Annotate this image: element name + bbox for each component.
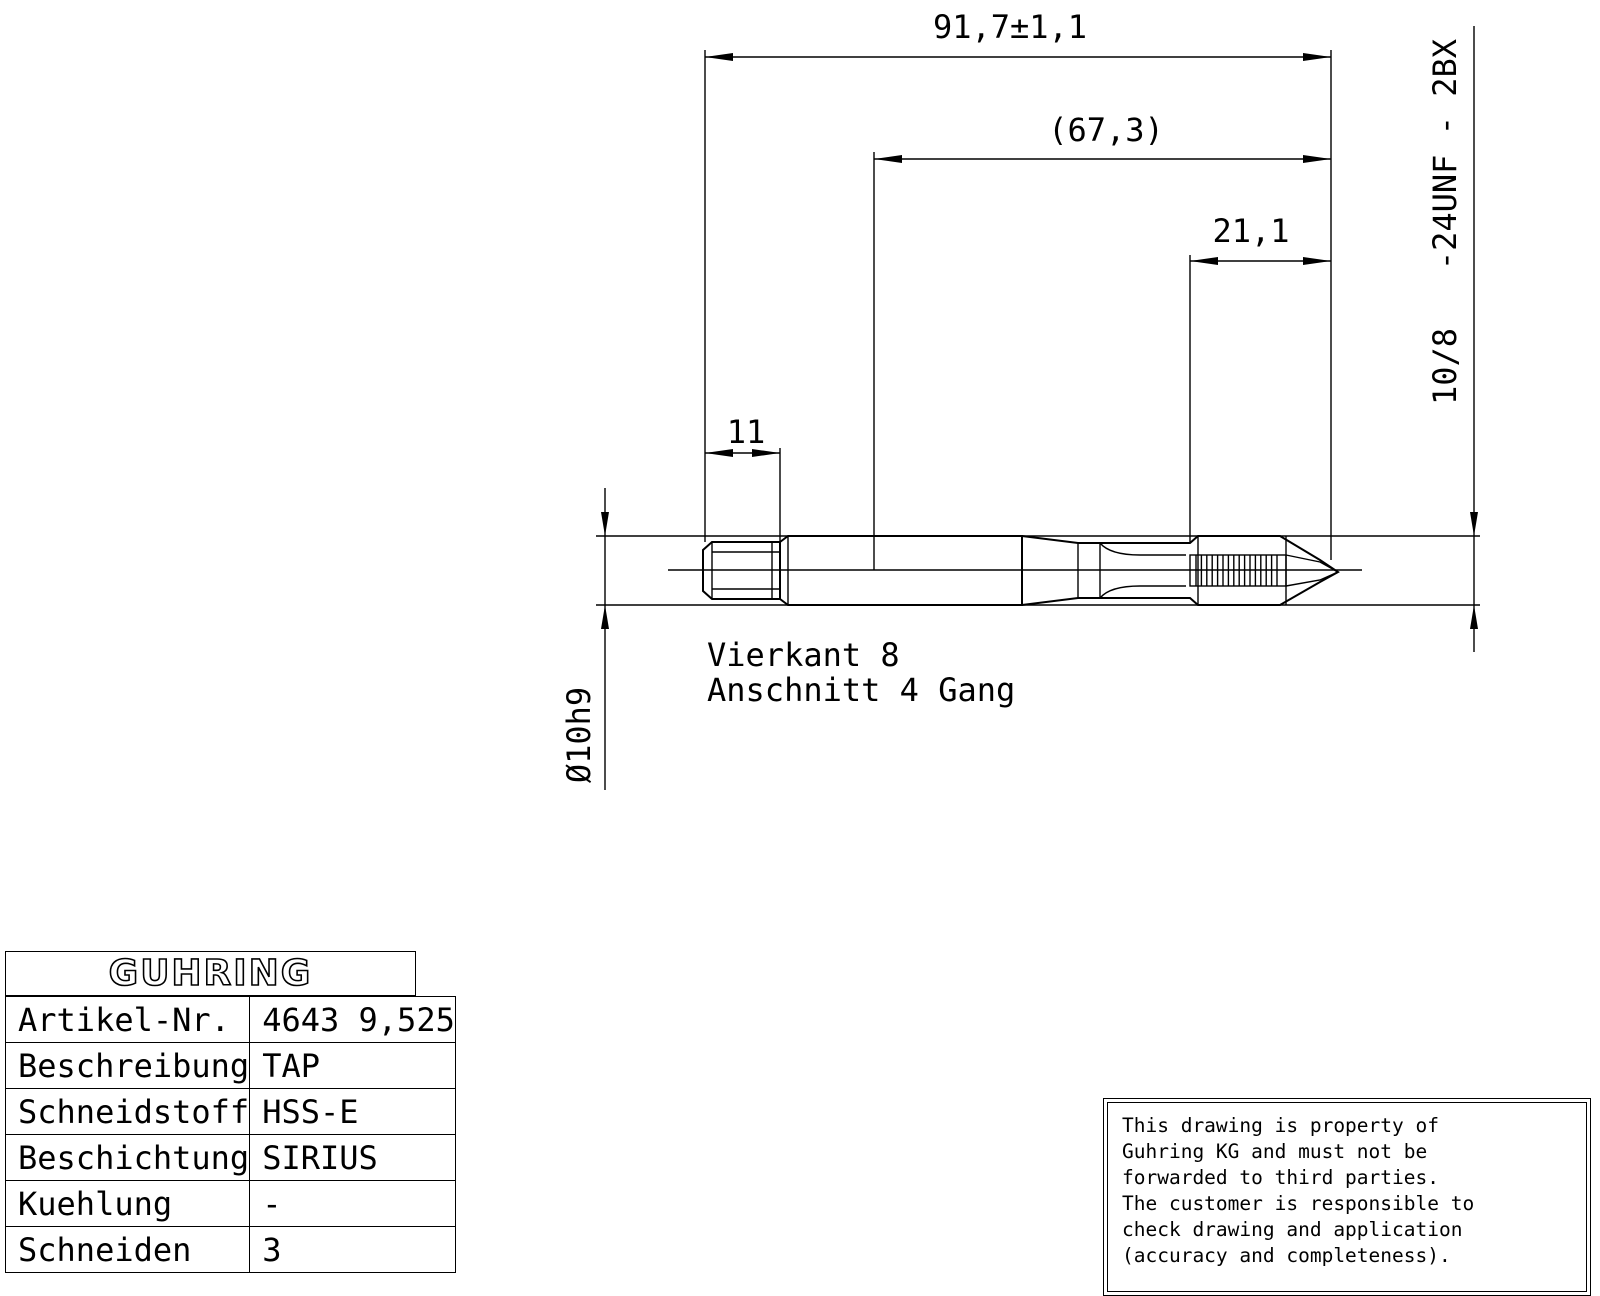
dimension-overall-length: 91,7±1,1 [705,8,1331,61]
overall-length-label: 91,7±1,1 [933,8,1087,46]
row-label-description: Beschreibung [4,1042,251,1089]
notice-line: check drawing and application [1122,1218,1463,1241]
diameter-label: Ø10h9 [560,687,598,783]
spec-table: Artikel-Nr. 4643 9,525 Beschreibung TAP … [4,996,456,1273]
notice-line: The customer is responsible to [1122,1192,1475,1215]
note-square: Vierkant 8 [707,636,900,674]
dimension-diameter: Ø10h9 [560,512,609,783]
row-value-material: HSS-E [249,1088,456,1135]
dimension-shank-length: (67,3) [874,111,1331,163]
property-notice-inner: This drawing is property of Guhring KG a… [1107,1102,1587,1292]
note-chamfer: Anschnitt 4 Gang [707,671,1015,709]
row-value-cooling: - [249,1180,456,1227]
square-length-label: 11 [727,413,766,451]
notice-line: forwarded to third parties. [1122,1166,1439,1189]
thread-spec-label: 10/8 -24UNF - 2BX [1426,39,1464,405]
row-value-cutting-edges: 3 [249,1226,456,1273]
dimension-thread-spec: 10/8 -24UNF - 2BX [1426,39,1478,629]
row-label-article: Artikel-Nr. [4,996,251,1043]
row-value-description: TAP [249,1042,456,1089]
extension-lines [596,26,1480,790]
table-row: Beschreibung TAP [4,1042,456,1089]
notice-line: (accuracy and completeness). [1122,1244,1451,1267]
dimension-thread-length: 21,1 [1190,212,1331,265]
notice-line: Guhring KG and must not be [1122,1140,1428,1163]
thread-length-label: 21,1 [1212,212,1289,250]
dimension-square-length: 11 [705,413,780,457]
table-row: Kuehlung - [4,1180,456,1227]
table-row: Artikel-Nr. 4643 9,525 [4,996,456,1043]
row-label-coating: Beschichtung [4,1134,251,1181]
table-row: Schneidstoff HSS-E [4,1088,456,1135]
property-notice: This drawing is property of Guhring KG a… [1103,1098,1591,1296]
row-label-material: Schneidstoff [4,1088,251,1135]
notice-line: This drawing is property of [1122,1114,1439,1137]
row-value-article: 4643 9,525 [249,996,456,1043]
table-row: Schneiden 3 [4,1226,456,1273]
logo-cell: GUHRING [5,951,416,996]
guhring-logo: GUHRING [108,952,313,995]
shank-length-label: (67,3) [1048,111,1164,149]
row-value-coating: SIRIUS [249,1134,456,1181]
row-label-cooling: Kuehlung [4,1180,251,1227]
table-row: Beschichtung SIRIUS [4,1134,456,1181]
row-label-cutting-edges: Schneiden [4,1226,251,1273]
